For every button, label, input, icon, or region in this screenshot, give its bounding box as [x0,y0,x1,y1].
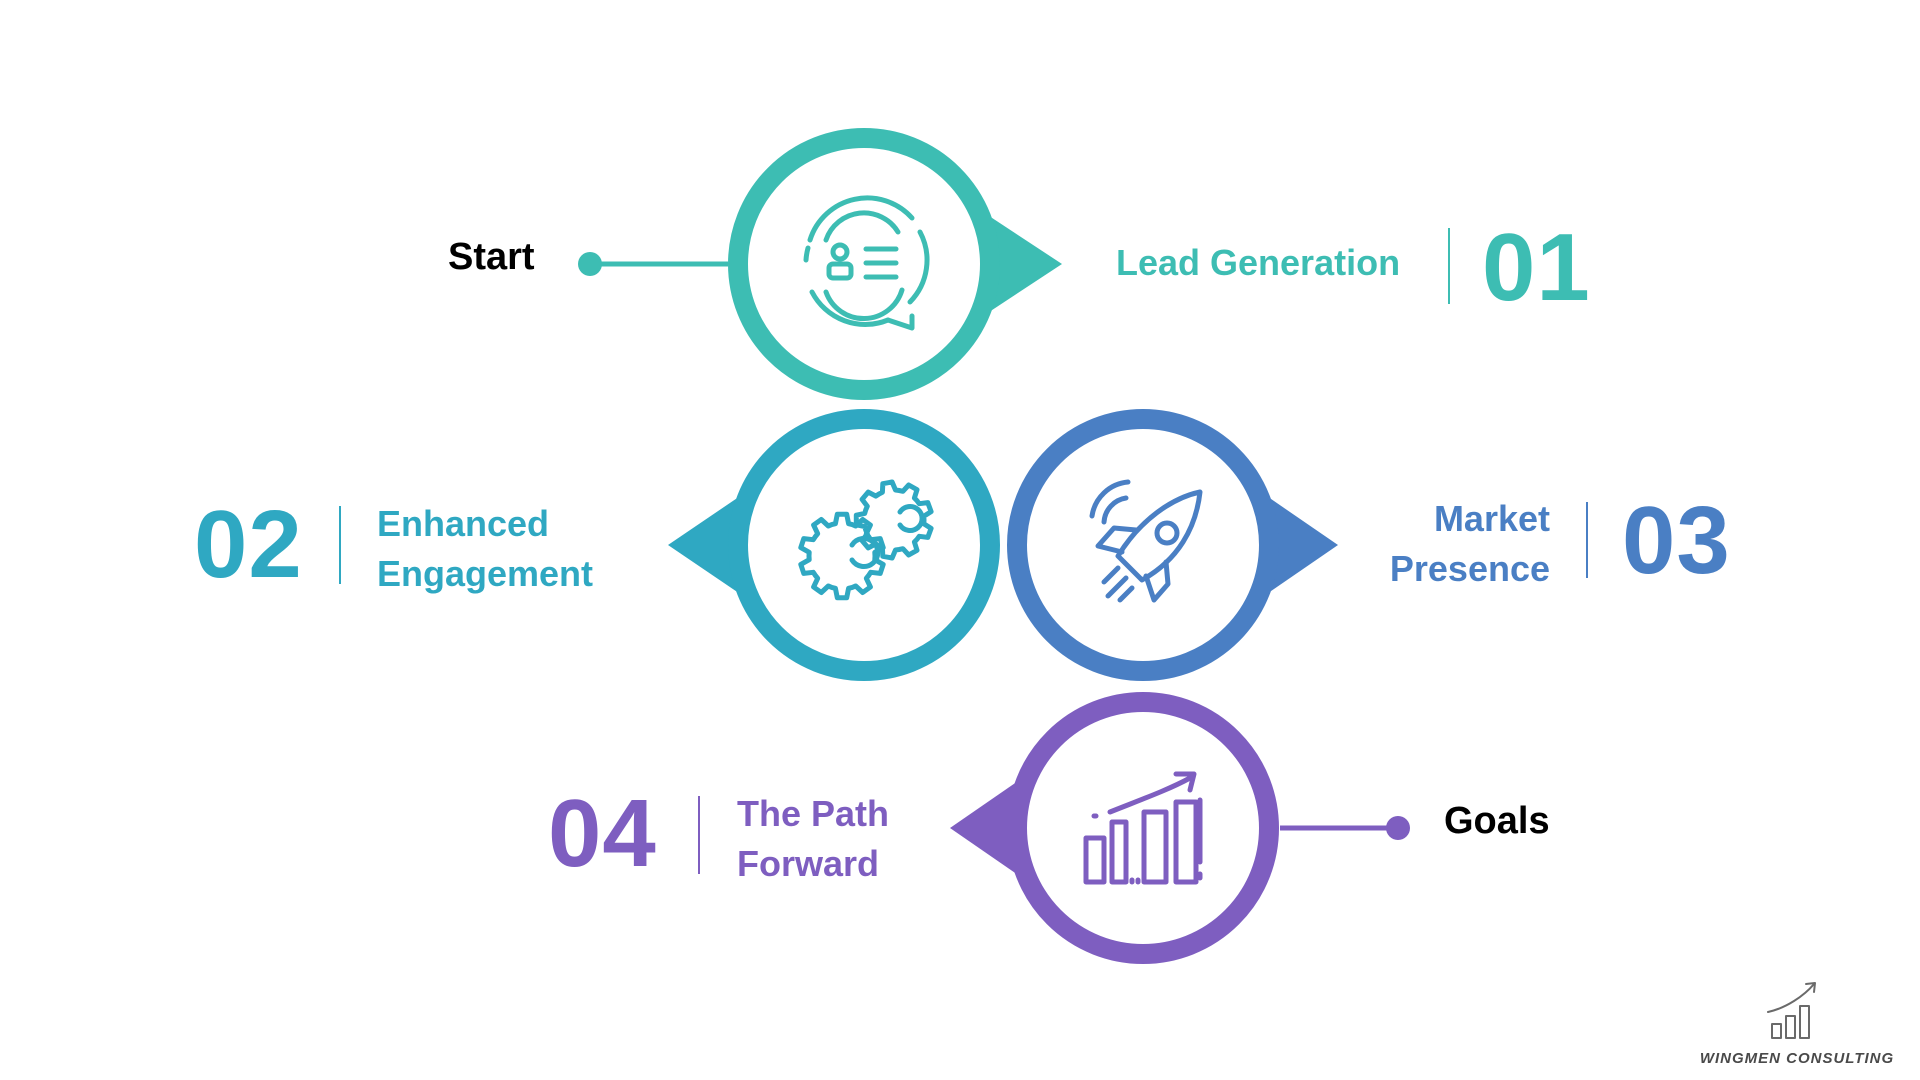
step1-title: Lead Generation [1116,242,1401,283]
step4-number: 04 [548,780,657,887]
step3-ring [1007,409,1279,681]
goals-label: Goals [1444,800,1550,842]
start-label: Start [448,236,535,278]
step1-divider [1448,228,1450,304]
growth-chart-icon [1083,771,1203,885]
gears-icon [798,479,934,601]
rocket-icon [1089,479,1203,603]
step3-number: 03 [1622,487,1731,594]
step2-pointer [668,488,752,602]
goals-connector [1280,816,1410,840]
step4-divider [698,796,700,874]
step1-pointer [980,210,1062,318]
step4-title-line2: Forward [737,843,880,884]
step1-number: 01 [1482,214,1591,321]
step2-title-line2: Engagement [377,553,594,594]
step2-divider [339,506,341,584]
step4-title-line1: The Path [737,793,890,834]
start-connector [578,252,728,276]
step2-number: 02 [194,491,303,598]
step2-title-line1: Enhanced [377,503,550,544]
step3-title-line2: Presence [1389,548,1550,589]
brand-name: WINGMEN CONSULTING [1699,1050,1895,1067]
step3-title-line1: Market [1433,498,1550,539]
bar-chart-arrow-icon [1767,982,1816,1039]
lead-contact-icon [803,195,930,331]
step3-divider [1586,502,1588,578]
